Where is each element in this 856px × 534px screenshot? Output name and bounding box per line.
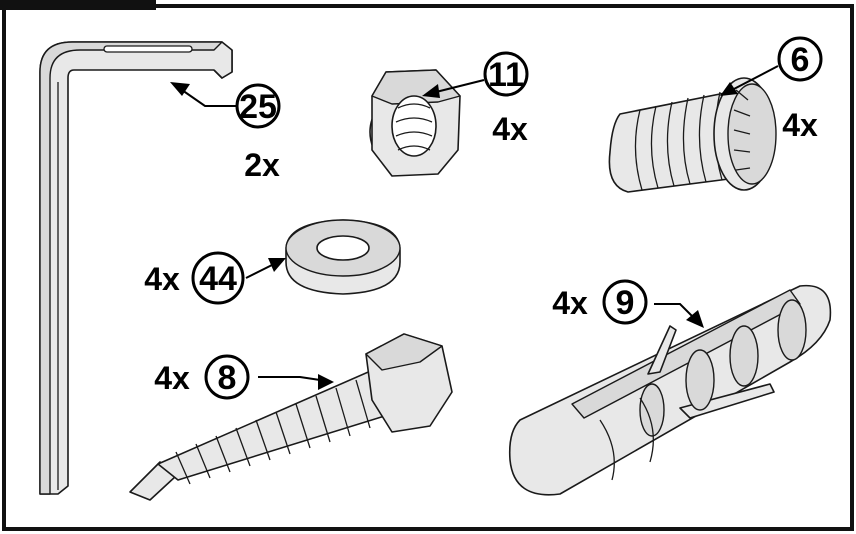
quantity-44: 4x — [144, 261, 180, 297]
wall-anchor-part — [508, 284, 832, 496]
callout-8: 8 — [204, 354, 250, 400]
quantity-6: 4x — [782, 107, 818, 143]
diagram-frame — [2, 4, 854, 531]
callout-44-number: 44 — [199, 260, 237, 298]
callout-11-number: 11 — [488, 56, 524, 94]
quantity-11: 4x — [492, 111, 528, 147]
corner-tab — [0, 0, 156, 10]
flange-nut-part — [369, 69, 461, 177]
washer-part — [285, 219, 401, 295]
callout-25: 25 — [235, 83, 281, 129]
carriage-bolt-part — [608, 77, 777, 193]
quantity-8: 4x — [154, 360, 190, 396]
callout-6: 6 — [777, 36, 823, 82]
quantity-25: 2x — [244, 147, 280, 183]
callout-6-number: 6 — [791, 41, 810, 79]
quantity-9: 4x — [552, 285, 588, 321]
callout-25-number: 25 — [239, 88, 277, 126]
callout-9-number: 9 — [616, 284, 635, 322]
bracket-part — [39, 41, 233, 495]
hex-bolt-part — [129, 333, 453, 501]
leader-lines — [170, 65, 779, 390]
callout-9: 9 — [602, 279, 648, 325]
callout-8-number: 8 — [218, 359, 237, 397]
callout-44: 44 — [191, 251, 245, 305]
callout-11: 11 — [483, 51, 529, 97]
